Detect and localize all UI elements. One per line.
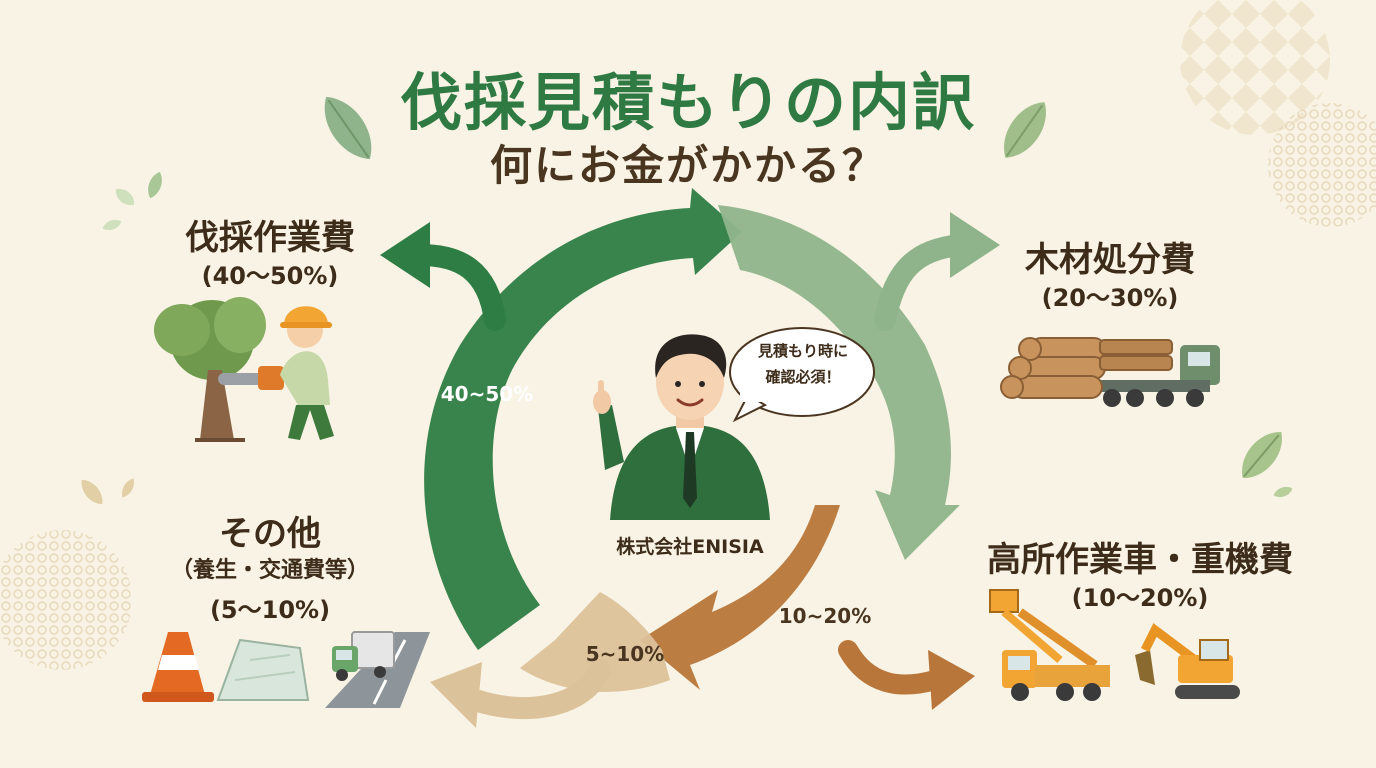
category-other-percent: (5〜10%): [209, 596, 331, 624]
speech-line-2: 確認必須！: [765, 368, 841, 386]
arrow-other: [464, 659, 611, 720]
category-felling-percent: (40〜50%): [201, 262, 339, 290]
road-truck-icon: [325, 631, 430, 708]
arrow-timber: [874, 234, 971, 331]
ring-label-other: 5~10%: [585, 642, 665, 666]
category-equipment-name: 高所作業車・重機費: [987, 540, 1293, 580]
category-other-name: その他: [219, 514, 321, 554]
speech-bubble: [729, 327, 875, 423]
pattern-circle-right: [1268, 103, 1376, 227]
pattern-circle-bottom-left: [0, 530, 132, 670]
arrow-timber-head: [950, 212, 1000, 278]
bucket-truck-icon: [989, 589, 1110, 701]
traffic-cone-icon: [142, 632, 214, 702]
tarp-icon: [216, 638, 310, 701]
category-other-note: （養生・交通費等）: [170, 558, 369, 583]
page-subtitle: 何にお金がかかる？: [489, 141, 886, 190]
ring-segment-other: [520, 592, 670, 692]
arrow-equipment: [838, 640, 945, 695]
arborist-icon: [154, 297, 334, 442]
excavator-icon: [1135, 623, 1240, 699]
category-timber-name: 木材処分費: [1025, 240, 1195, 280]
company-name: 株式会社ENISIA: [616, 536, 764, 558]
category-equipment-percent: (10〜20%): [1071, 584, 1209, 612]
consultant-icon: [593, 334, 770, 520]
arrow-other-head: [430, 662, 482, 728]
category-timber-percent: (20〜30%): [1041, 284, 1179, 312]
ring-segment-equipment: [640, 505, 840, 690]
ring-label-equipment: 10~20%: [778, 604, 872, 628]
leaf-icon: [102, 219, 122, 231]
arrow-equipment-head: [928, 650, 975, 710]
ring-label-felling: 40~50%: [440, 382, 534, 406]
leaf-icon: [1273, 486, 1293, 498]
leaf-icon: [1004, 102, 1046, 158]
leaf-icon: [148, 171, 162, 199]
speech-bubble-text: 見積もり時に 確認必須！: [738, 338, 868, 390]
category-felling-name: 伐採作業費: [185, 218, 355, 258]
leaf-icon: [324, 96, 372, 160]
page-title: 伐採見積もりの内訳: [399, 66, 976, 139]
leaf-icon: [122, 478, 134, 498]
leaf-icon: [115, 188, 135, 206]
pattern-circle-top-right: [1180, 0, 1330, 135]
ring-segment-felling: [424, 188, 742, 650]
ring-segment-timber: [718, 205, 960, 560]
log-truck-icon: [1000, 337, 1220, 407]
leaf-icon: [1242, 432, 1282, 478]
arrow-felling-head: [380, 222, 430, 288]
leaf-icon: [81, 479, 103, 505]
arrow-felling: [409, 244, 506, 331]
speech-line-1: 見積もり時に: [757, 342, 848, 360]
